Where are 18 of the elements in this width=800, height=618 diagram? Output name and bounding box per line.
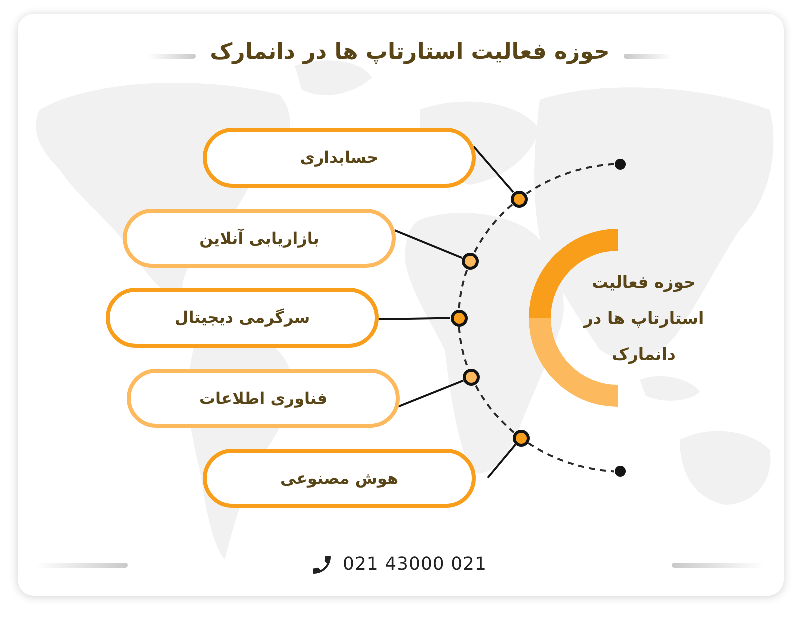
leader-line (378, 317, 450, 320)
title: حوزه فعالیت استارتاپ ها در دانمارک (210, 39, 610, 67)
pill-box: هوش مصنوعی (203, 449, 476, 508)
pill-box: حسابداری (203, 128, 476, 188)
phone-number: 021 43000 021 (343, 553, 487, 577)
half-ring: حوزه فعالیت استارتاپ ها در دانمارک (528, 228, 710, 408)
dashed-arc (475, 385, 515, 434)
pill-box: سرگرمی دیجیتال (106, 288, 379, 348)
pill-box: بازاریابی آنلاین (123, 209, 396, 268)
dashed-arc (474, 204, 513, 254)
leader-line (487, 444, 517, 479)
dashed-arc (458, 270, 468, 309)
dashed-arc (526, 163, 614, 195)
leader-line (472, 146, 514, 194)
leader-line (398, 380, 464, 408)
leader-line (394, 229, 463, 260)
dashed-arc (528, 442, 614, 473)
pill-box: فناوری اطلاعات (127, 369, 400, 428)
